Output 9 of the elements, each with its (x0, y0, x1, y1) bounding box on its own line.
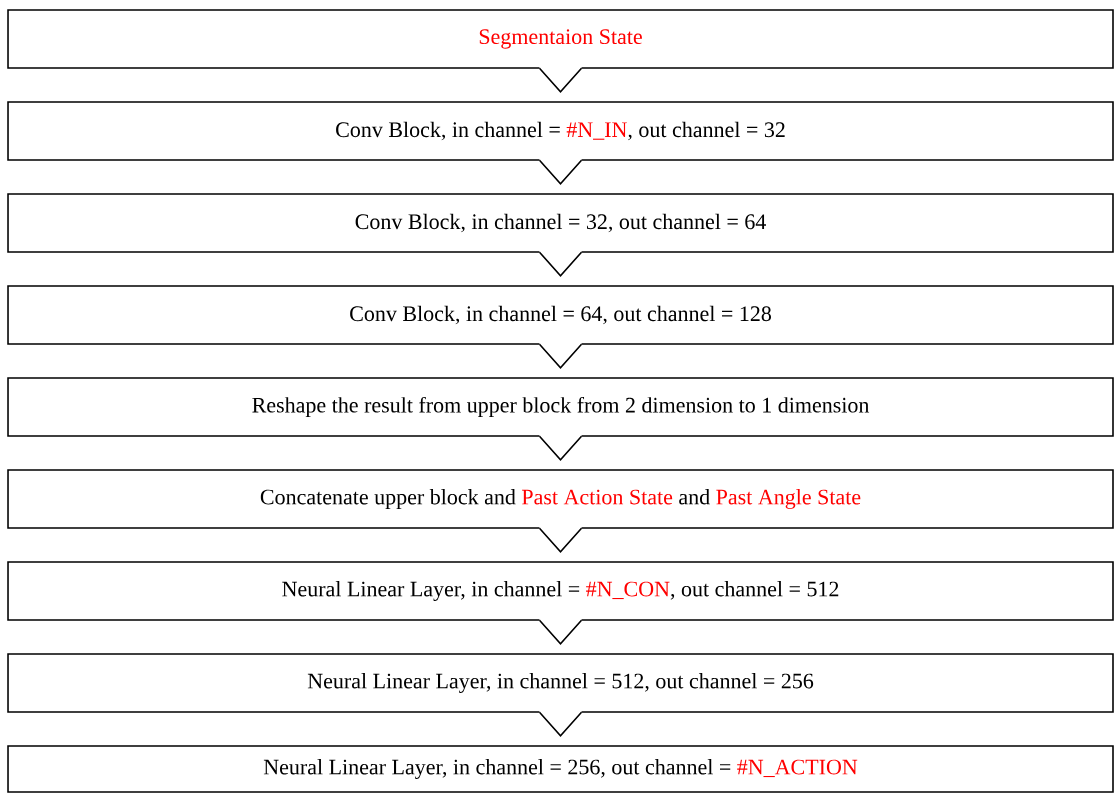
process-box: Segmentaion State (7, 9, 1114, 69)
process-box: Concatenate upper block and Past Action State and Past Angle State (7, 469, 1114, 529)
process-box: Neural Linear Layer, in channel = 256, out channel = #N_ACTION (7, 745, 1114, 793)
process-box: Conv Block, in channel = 64, out channel = 128 (7, 285, 1114, 345)
process-box: Conv Block, in channel = #N_IN, out channel = 32 (7, 101, 1114, 161)
process-box: Neural Linear Layer, in channel = 512, out channel = 256 (7, 653, 1114, 713)
process-box: Conv Block, in channel = 32, out channel = 64 (7, 193, 1114, 253)
process-box: Reshape the result from upper block from 2 dimension to 1 dimension (7, 377, 1114, 437)
process-box: Neural Linear Layer, in channel = #N_CON, out channel = 512 (7, 561, 1114, 621)
